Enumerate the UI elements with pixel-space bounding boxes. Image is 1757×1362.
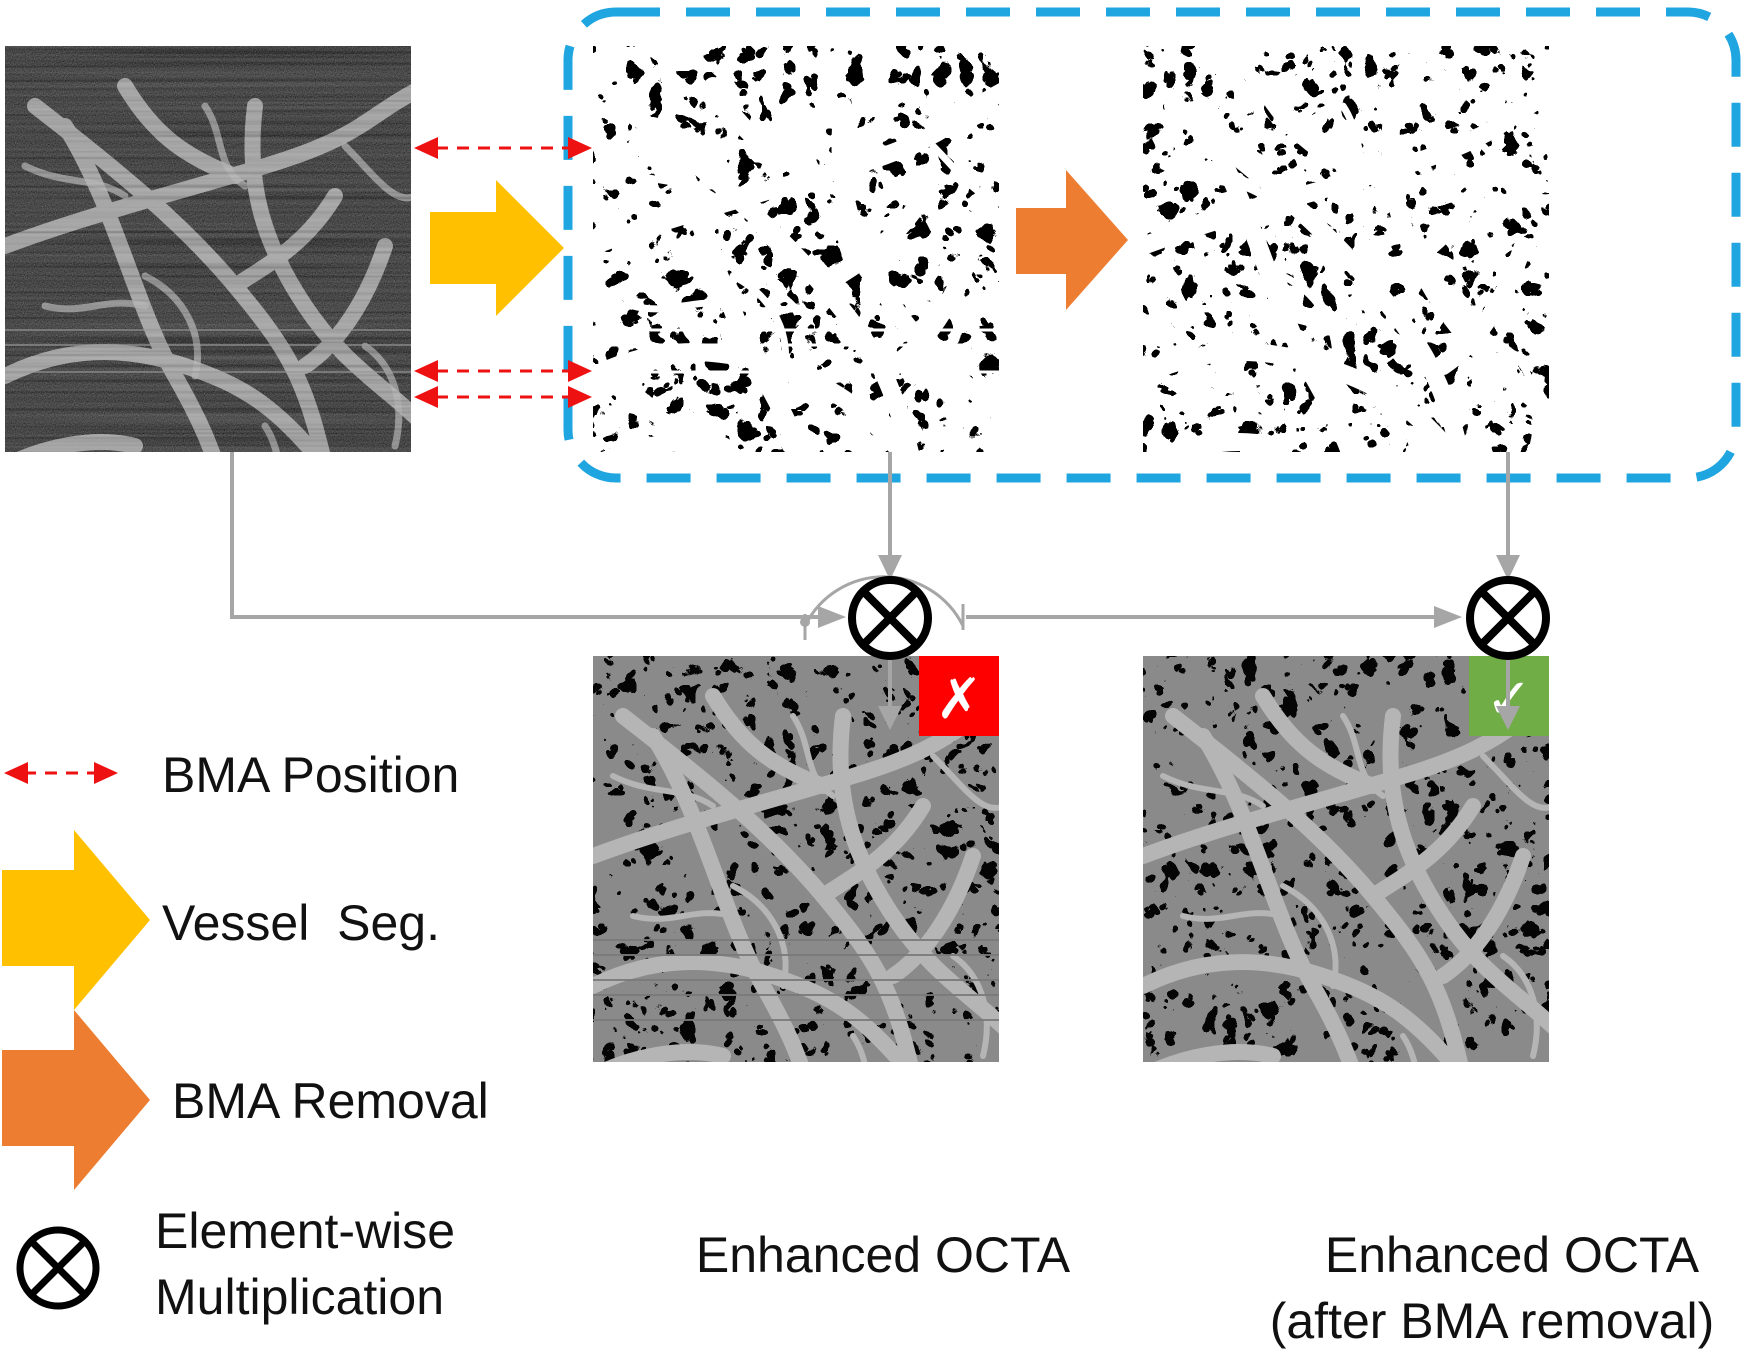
circled-times-icon: [848, 576, 932, 660]
segmentation-group-box: [563, 7, 1741, 483]
flow-connectors: [230, 452, 1520, 730]
vessel-segmentation-image: [593, 46, 999, 452]
bma-removal-arrow: [1016, 170, 1128, 310]
legend-multiplication: Element-wise Multiplication: [16, 1203, 455, 1325]
enhanced-octa-caption: Enhanced OCTA: [696, 1227, 1071, 1283]
multiply-node-2: [1466, 576, 1550, 660]
bma-position-markers: [414, 137, 592, 408]
legend-multiplication-label-line1: Element-wise: [155, 1203, 455, 1259]
multiply-node-1: [848, 576, 932, 660]
legend-bma-position: BMA Position: [4, 747, 459, 803]
red-dashed-double-arrow-icon: [4, 762, 118, 784]
legend-bma-removal: BMA Removal: [2, 1010, 489, 1190]
enhanced-octa-clean-caption-line1: Enhanced OCTA: [1325, 1227, 1700, 1283]
bma-position-arrow-3: [414, 386, 592, 408]
legend: BMA Position Vessel Seg. BMA Removal Ele…: [2, 747, 489, 1325]
vessel-seg-arrow: [430, 180, 564, 316]
fail-badge-bg: [919, 656, 999, 736]
legend-bma-removal-label: BMA Removal: [172, 1073, 489, 1129]
legend-bma-position-label: BMA Position: [162, 747, 459, 803]
bma-removed-segmentation-image: [1143, 46, 1549, 452]
legend-vessel-seg: Vessel Seg.: [2, 830, 440, 1010]
circled-times-icon: [16, 1226, 100, 1310]
bma-position-arrow-1: [414, 137, 592, 159]
legend-multiplication-label-line2: Multiplication: [155, 1269, 444, 1325]
yellow-block-arrow-icon: [2, 830, 150, 1010]
enhanced-octa-clean-caption-line2: (after BMA removal): [1270, 1293, 1715, 1349]
original-octa-image: [5, 46, 411, 452]
fail-mark-icon: ✗: [936, 667, 983, 730]
fail-badge: ✗: [919, 656, 999, 736]
legend-vessel-seg-label: Vessel Seg.: [162, 895, 440, 951]
orange-block-arrow-icon: [2, 1010, 150, 1190]
circled-times-icon: [1466, 576, 1550, 660]
bma-position-arrow-2: [414, 360, 592, 382]
